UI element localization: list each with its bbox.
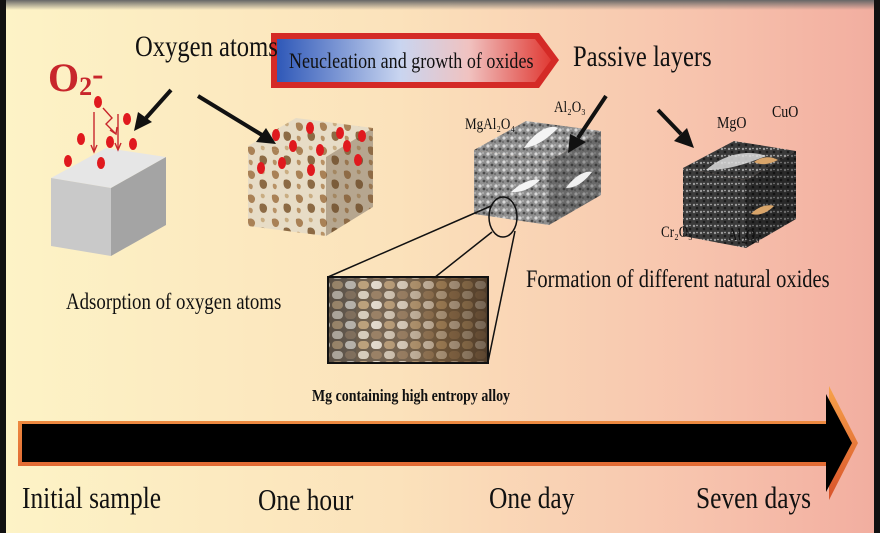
pointer-arrows xyxy=(134,88,694,153)
adsorption-label: Adsorption of oxygen atoms xyxy=(66,289,282,314)
oxide-flake xyxy=(566,171,592,188)
oxygen-atom xyxy=(129,138,137,150)
timeline-label-seven-days: Seven days xyxy=(696,480,812,515)
arrow-to-one-hour-block xyxy=(196,94,276,144)
oxygen-atom xyxy=(336,127,344,139)
oxygen-atom xyxy=(278,157,286,169)
mgal2o4-label: MgAl₂O₄ xyxy=(465,116,515,133)
initial-sample-block xyxy=(51,148,166,256)
cuo-label: CuO xyxy=(772,102,799,121)
magnifier-circle xyxy=(488,196,518,238)
arrow-to-one-day-block xyxy=(568,94,608,153)
cr2o3-label: Cr₂O₃ xyxy=(661,224,693,241)
diagram-graphics xyxy=(18,33,858,500)
oxygen-atom xyxy=(358,130,366,142)
oxygen-atom xyxy=(316,144,324,156)
arrow-to-initial-sample xyxy=(134,88,173,131)
passive-layers-label: Passive layers xyxy=(573,40,712,73)
mgo-label: MgO xyxy=(717,113,747,132)
microstructure-inset xyxy=(327,276,489,364)
oxide-flake xyxy=(706,152,766,170)
seven-days-block xyxy=(683,141,796,248)
timeline-label-one-hour: One hour xyxy=(258,482,354,517)
formation-label: Formation of different natural oxides xyxy=(526,266,830,293)
oxygen-atom xyxy=(257,162,265,174)
timeline-label-one-day: One day xyxy=(489,480,575,515)
oxide-flake xyxy=(524,126,558,148)
oxygen-atom xyxy=(272,129,280,141)
oxygen-atom xyxy=(343,140,351,152)
one-day-block xyxy=(474,121,601,225)
oxygen-atom xyxy=(354,154,362,166)
oxygen-atom xyxy=(289,140,297,152)
timeline-arrow xyxy=(18,386,858,500)
oxygen-atom xyxy=(94,96,102,108)
zoom-callout xyxy=(327,196,518,364)
oxygen-atom xyxy=(307,164,315,176)
timeline-label-initial-sample: Initial sample xyxy=(22,480,162,515)
oxygen-ion-label: O2- xyxy=(48,55,104,101)
oxygen-atoms-initial xyxy=(64,96,137,169)
process-label: Neucleation and growth of oxides xyxy=(289,48,534,73)
oxygen-path-arrows xyxy=(90,107,122,154)
oxygen-atom xyxy=(123,113,131,125)
oxygen-atom xyxy=(97,157,105,169)
oxygen-atoms-label: Oxygen atoms xyxy=(135,30,278,63)
oxygen-atom xyxy=(64,155,72,167)
alloy-label: Mg containing high entropy alloy xyxy=(312,386,511,405)
al2o3-bottom-label: Al₂O₃ xyxy=(728,227,760,244)
arrow-to-seven-days-block xyxy=(656,108,694,148)
oxygen-atom xyxy=(106,136,114,148)
oxygen-atoms-one-hour xyxy=(257,122,366,176)
oxide-flake xyxy=(754,157,778,165)
process-arrow xyxy=(271,33,559,88)
oxygen-atom xyxy=(77,133,85,145)
al2o3-top-label: Al₂O₃ xyxy=(554,99,586,116)
oxygen-atom xyxy=(306,122,314,134)
oxide-flake xyxy=(751,205,774,215)
oxide-flake xyxy=(511,179,540,193)
one-hour-block xyxy=(248,118,373,236)
